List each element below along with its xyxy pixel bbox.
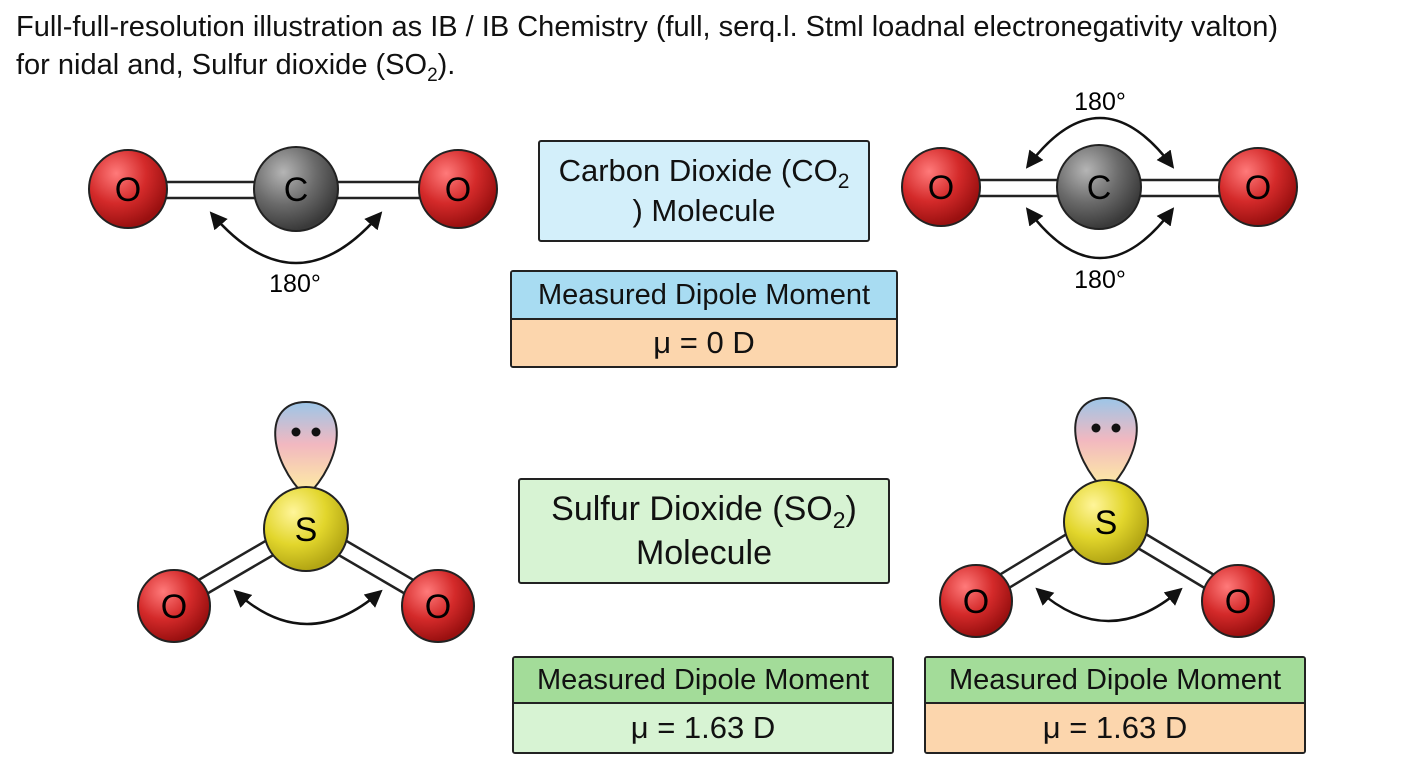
so2-dipole-box-right: Measured Dipole Moment μ = 1.63 D — [924, 656, 1306, 754]
so2-title-subscript: 2 — [832, 506, 846, 533]
angle-label-bottom: 180° — [1074, 266, 1126, 294]
co2-title-line-2: ) Molecule — [632, 193, 776, 228]
oxygen-atom — [418, 149, 498, 229]
atom-label: S — [1095, 504, 1118, 542]
sulfur-atom — [263, 486, 349, 572]
oxygen-atom — [88, 149, 168, 229]
dipole-header: Measured Dipole Moment — [514, 658, 892, 704]
carbon-atom — [253, 146, 339, 232]
co2-title-box: Carbon Dioxide (CO2 ) Molecule — [538, 140, 870, 242]
atom-label: O — [928, 169, 954, 207]
so2-title-suffix: ) — [845, 490, 857, 528]
lone-pair-electron — [1111, 423, 1121, 433]
oxygen-atom — [1201, 564, 1275, 638]
so2-title-prefix: Sulfur Dioxide (SO — [551, 490, 833, 528]
lone-pair-electron — [291, 427, 301, 437]
angle-label-top: 180° — [1074, 88, 1126, 116]
co2-molecule-left: 180° O C O — [88, 146, 498, 298]
dipole-value: μ = 1.63 D — [514, 704, 892, 752]
lone-pair-electron — [1091, 423, 1101, 433]
sulfur-atom — [1063, 479, 1149, 565]
atom-label: O — [1225, 583, 1251, 621]
dipole-value: μ = 1.63 D — [926, 704, 1304, 752]
bond-angle-arrow — [233, 589, 383, 626]
co2-title-prefix: Carbon Dioxide (CO — [558, 153, 838, 188]
angle-label: 180° — [269, 270, 321, 298]
oxygen-atom — [901, 147, 981, 227]
atom-label: O — [445, 171, 471, 209]
title-line-2-prefix: for nidal and, Sulfur dioxide (SO — [16, 49, 428, 81]
so2-title-line-1: Sulfur Dioxide (SO2) — [551, 487, 857, 531]
co2-title-line-1: Carbon Dioxide (CO2 — [558, 151, 850, 194]
oxygen-atom — [939, 564, 1013, 638]
lone-pair-electron — [311, 427, 321, 437]
atom-label: S — [295, 511, 318, 549]
atom-label: O — [115, 171, 141, 209]
oxygen-atom — [1218, 147, 1298, 227]
co2-molecule-right: 180° 180° O C O — [901, 88, 1298, 294]
so2-dipole-box-left: Measured Dipole Moment μ = 1.63 D — [512, 656, 894, 754]
atom-label: C — [284, 171, 309, 209]
title-line-1: Full-full-resolution illustration as IB … — [16, 11, 1278, 43]
co2-dipole-box: Measured Dipole Moment μ = 0 D — [510, 270, 898, 368]
page-title: Full-full-resolution illustration as IB … — [16, 8, 1396, 86]
bond-angle-arrow — [1025, 207, 1175, 260]
lone-pair-lobe — [274, 400, 338, 499]
bond-angle-arrow — [1035, 587, 1183, 623]
dipole-header: Measured Dipole Moment — [512, 272, 896, 320]
bond-angle-arrow — [1025, 116, 1175, 169]
so2-molecule-right: S O O — [939, 396, 1275, 638]
title-line-2-subscript: 2 — [427, 64, 438, 86]
dipole-header: Measured Dipole Moment — [926, 658, 1304, 704]
title-line-2: for nidal and, Sulfur dioxide (SO2). — [16, 46, 1396, 86]
so2-title-line-2: Molecule — [635, 534, 773, 572]
atom-label: O — [425, 588, 451, 626]
dipole-value: μ = 0 D — [512, 320, 896, 366]
oxygen-atom — [401, 569, 475, 643]
co2-title-subscript: 2 — [837, 170, 850, 194]
lone-pair-lobe — [1074, 396, 1138, 494]
bond-angle-arrow — [209, 211, 383, 265]
atom-label: C — [1087, 169, 1112, 207]
title-line-2-suffix: ). — [437, 49, 456, 81]
oxygen-atom — [137, 569, 211, 643]
atom-label: O — [963, 583, 989, 621]
atom-label: O — [1245, 169, 1271, 207]
atom-label: O — [161, 588, 187, 626]
so2-molecule-left: S O O — [137, 400, 475, 643]
so2-title-box: Sulfur Dioxide (SO2) Molecule — [518, 478, 890, 584]
carbon-atom — [1056, 144, 1142, 230]
